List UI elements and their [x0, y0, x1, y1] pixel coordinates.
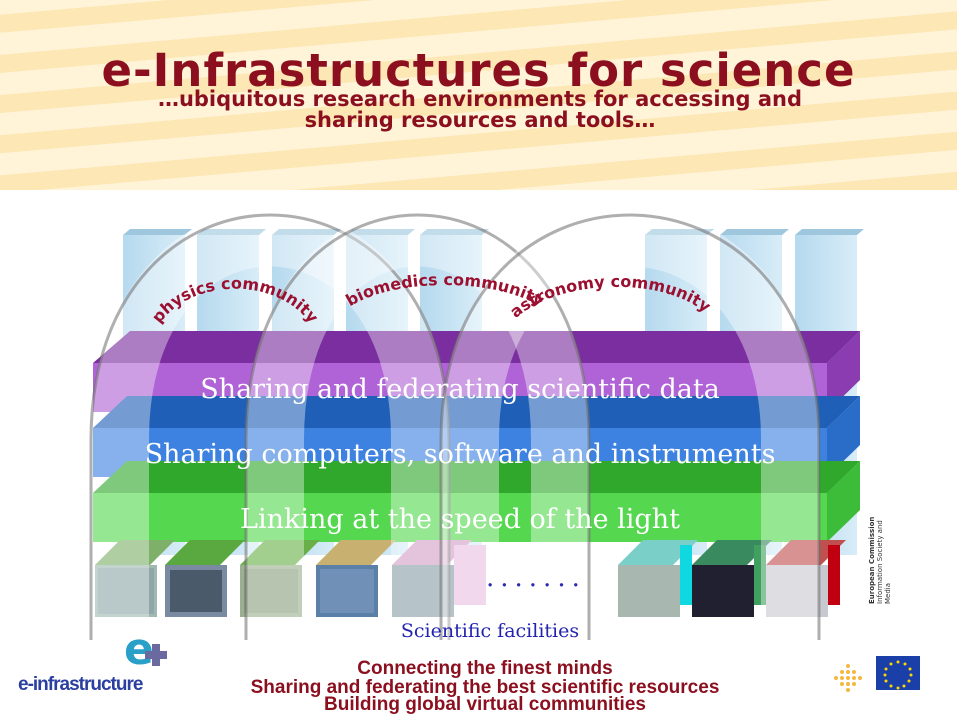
facility-tile: [95, 540, 175, 617]
dotted-logo: [834, 664, 862, 692]
layer-network: [93, 461, 860, 542]
page-title: e-Infrastructures for science: [101, 44, 856, 97]
community-arches: [89, 208, 821, 640]
facilities-ellipsis: .......: [486, 563, 586, 593]
footer-line-1: Connecting the finest minds: [357, 658, 613, 679]
facility-tile: [165, 540, 245, 617]
ec-line-2: Information Society and Media: [876, 520, 892, 604]
page-subtitle: …ubiquitous research environments for ac…: [157, 87, 803, 132]
facility-tile: [618, 540, 698, 617]
arch-astronomy: [441, 208, 819, 640]
layer-label-network: Linking at the speed of the light: [240, 504, 680, 535]
e-infrastructure-logo-mark: e: [124, 624, 167, 675]
facility-tile: [240, 540, 320, 617]
svg-text:e: e: [124, 624, 154, 675]
footer-line-3: Building global virtual communities: [324, 694, 646, 715]
facilities-label: Scientific facilities: [400, 620, 580, 642]
arch-biomedics: [246, 208, 589, 640]
arch-physics: [91, 208, 449, 640]
layer-label-data: Sharing and federating scientific data: [200, 374, 720, 405]
layer-label-computers: Sharing computers, software and instrume…: [145, 439, 776, 470]
facility-tile: [692, 540, 772, 617]
ec-line-1: European Commission: [868, 516, 876, 604]
facility-tile: [392, 540, 486, 617]
arch-physics-edge: [89, 213, 451, 640]
facility-tile: [316, 540, 396, 617]
arch-biomedics-edge: [244, 213, 591, 640]
facility-tiles: [95, 540, 846, 617]
header-banner: [0, 0, 957, 190]
european-commission-label: European Commission Information Society …: [868, 514, 892, 604]
eu-flag-icon: [876, 656, 920, 690]
e-infrastructure-logo-text: e-infrastructure: [18, 674, 143, 695]
column-top: [123, 229, 864, 235]
arch-astronomy-edge: [439, 213, 821, 640]
footer-line-2: Sharing and federating the best scientif…: [250, 677, 720, 698]
